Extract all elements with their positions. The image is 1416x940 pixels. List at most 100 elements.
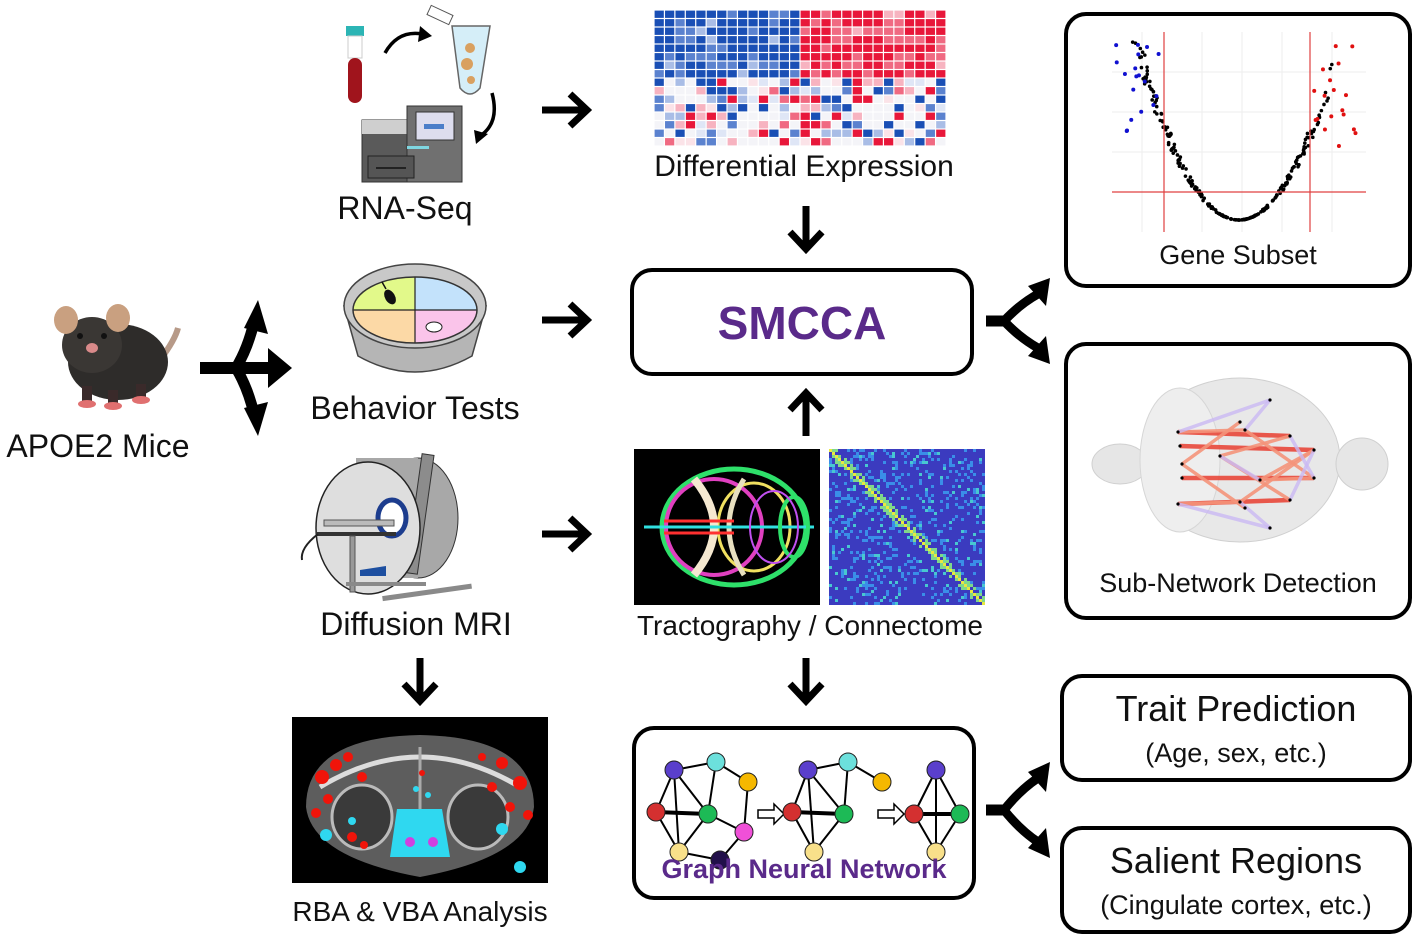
connectome-cell (835, 500, 838, 503)
input-label-mri: Diffusion MRI (320, 606, 512, 642)
salient-regions-box: Salient Regions (Cingulate cortex, etc.) (1060, 826, 1412, 934)
connectome-cell (919, 473, 922, 476)
tractography-image (634, 449, 820, 605)
connectome-cell (898, 593, 901, 596)
heatmap-cell (821, 44, 831, 52)
connectome-cell (835, 518, 838, 521)
brain-slice-image (292, 717, 548, 883)
heatmap-cell (790, 10, 800, 18)
heatmap-cell (706, 129, 716, 137)
connectome-cell (835, 533, 838, 536)
connectome-cell (973, 563, 976, 566)
network-node (1178, 444, 1182, 448)
connectome-cell (841, 515, 844, 518)
connectome-cell (964, 596, 967, 599)
heatmap-cell (852, 95, 862, 103)
connectome-cell (880, 581, 883, 584)
connectome-cell (940, 509, 943, 512)
heatmap-cell (758, 121, 769, 129)
connectome-cell (940, 593, 943, 596)
heatmap-cell (936, 70, 946, 78)
connectome-cell (892, 473, 895, 476)
heatmap-cell (873, 87, 883, 95)
heatmap-cell (884, 70, 894, 78)
network-node (1180, 476, 1184, 480)
heatmap-cell (925, 36, 935, 44)
connectome-cell (895, 467, 898, 470)
connectome-cell (859, 449, 862, 452)
heatmap-cell (748, 44, 758, 52)
network-node (1288, 434, 1292, 438)
heatmap-cell (696, 104, 706, 112)
heatmap-cell (727, 87, 737, 95)
connectome-cell (937, 458, 940, 461)
heatmap-cell (685, 61, 696, 69)
connectome-cell (913, 566, 916, 569)
volcano-point (1188, 175, 1193, 179)
connectome-cell (868, 476, 871, 479)
connectome-cell (979, 593, 982, 596)
connectome-cell (853, 449, 856, 452)
connectome-cell (934, 581, 937, 584)
connectome-cell (925, 470, 928, 473)
output-subtitle-trait: (Age, sex, etc.) (1145, 738, 1327, 768)
heatmap-cell (894, 19, 904, 27)
connectome-cell (976, 587, 979, 590)
heatmap-cell (717, 19, 727, 27)
heatmap-cell (779, 53, 789, 61)
volcano-point (1178, 155, 1183, 159)
heatmap-cell (884, 87, 894, 95)
heatmap-cell (894, 78, 904, 86)
heatmap-cell (904, 104, 915, 112)
heatmap-cell (758, 112, 769, 120)
connectome-cell (922, 569, 925, 572)
heatmap-cell (665, 138, 675, 146)
heatmap-cell (894, 44, 904, 52)
input-label-behavior: Behavior Tests (310, 390, 520, 426)
connectome-cell (868, 569, 871, 572)
heatmap-cell (894, 87, 904, 95)
connectome-cell (937, 452, 940, 455)
heatmap-cell (894, 104, 904, 112)
connectome-cell (874, 449, 877, 452)
heatmap-cell (904, 138, 915, 146)
connectome-cell (871, 491, 874, 494)
heatmap-cell (706, 44, 716, 52)
volcano-point (1173, 149, 1178, 153)
heatmap-cell (685, 112, 696, 120)
heatmap-cell (831, 10, 842, 18)
connectome-cell (919, 461, 922, 464)
connectome-cell (955, 551, 958, 554)
heatmap-cell (665, 129, 675, 137)
connectome-cell (979, 539, 982, 542)
connectome-cell (928, 455, 931, 458)
connectome-cell (949, 566, 952, 569)
connectome-cell (922, 461, 925, 464)
trait-prediction-box: Trait Prediction (Age, sex, etc.) (1060, 674, 1412, 782)
connectome-cell (892, 491, 895, 494)
connectome-cell (829, 518, 832, 521)
connectome-cell (856, 452, 859, 455)
heatmap-cell (915, 138, 925, 146)
heatmap-cell (696, 19, 706, 27)
connectome-cell (949, 521, 952, 524)
connectome-cell (904, 488, 907, 491)
connectome-cell (898, 566, 901, 569)
volcano-point (1166, 142, 1171, 147)
connectome-cell (970, 581, 973, 584)
heatmap-cell (748, 53, 758, 61)
graph-pruning-icon (646, 752, 970, 870)
connectome-cell (976, 596, 979, 599)
volcano-point (1138, 46, 1143, 51)
heatmap-cell (769, 61, 779, 69)
heatmap-cell (821, 27, 831, 35)
heatmap-cell (706, 53, 716, 61)
heatmap-cell (936, 104, 946, 112)
connectome-cell (901, 485, 904, 488)
heatmap-cell (675, 10, 685, 18)
volcano-point (1325, 99, 1329, 103)
heatmap-cell (665, 104, 675, 112)
volcano-point (1143, 53, 1147, 57)
connectome-cell (880, 476, 883, 479)
connectome-cell (868, 527, 871, 530)
